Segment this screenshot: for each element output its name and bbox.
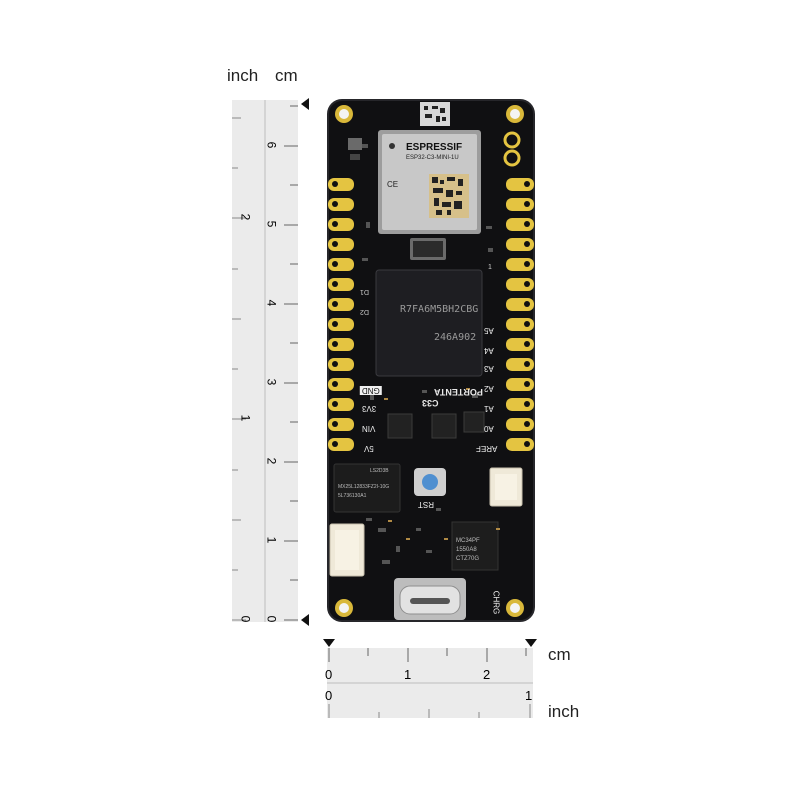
vertical-ruler-unit-inch: inch (227, 66, 259, 85)
portenta-c33-board: ESPRESSIF ESP32-C3-MINI-1U CE R7FA6M5BH2… (326, 98, 536, 623)
ruler-marker-top (301, 98, 309, 110)
pin-label-a4: A4 (484, 346, 494, 355)
pin-label-gnd: GND (360, 386, 382, 395)
ruler-cm-label: 2 (483, 667, 491, 682)
module-brand: ESPRESSIF (406, 142, 463, 153)
ruler-cm-label: 4 (264, 299, 279, 307)
pin-label-1: 1 (488, 264, 492, 271)
ruler-marker-right (525, 639, 537, 647)
ruler-inch-label: 1 (238, 414, 253, 422)
horizontal-ruler-unit-cm: cm (548, 645, 571, 664)
pin-label-a1: A1 (484, 404, 494, 413)
pin-label-a2: A2 (484, 384, 494, 393)
ruler-cm-label: 1 (404, 667, 412, 682)
ruler-cm-label: 3 (264, 378, 279, 386)
pmic-line2: 1550A8 (456, 547, 477, 553)
ruler-marker-left (323, 639, 335, 647)
horizontal-ruler-unit-inch: inch (548, 702, 580, 721)
pin-label-a0: A0 (484, 424, 494, 433)
pin-label-d1: D1 (360, 288, 369, 295)
pin-label-a5: A5 (484, 326, 494, 335)
flash-chip-line2: MX25L12833FZ2I-10G (338, 484, 390, 490)
flash-chip-line3: 5L736130A1 (338, 493, 367, 499)
pmic-line3: CTZ70G (456, 556, 480, 562)
pmic-line1: MC34PF (456, 538, 480, 544)
ruler-cm-label: 2 (264, 457, 279, 465)
pin-label-3v3: 3V3 (362, 404, 377, 413)
charge-led-label: CHRG (491, 590, 501, 615)
ruler-cm-label: 1 (264, 536, 279, 544)
module-ce-mark: CE (387, 180, 399, 189)
board-name-line1: PORTENTA (434, 387, 483, 397)
mcu-part-number: R7FA6M5BH2CBG (400, 304, 479, 315)
ruler-cm-label: 0 (325, 667, 333, 682)
pin-label-a3: A3 (484, 364, 494, 373)
ruler-inch-label: 2 (238, 213, 253, 221)
pin-label-5v: 5V (364, 444, 374, 453)
ruler-inch-label: 1 (525, 688, 533, 703)
module-model: ESP32-C3-MINI-1U (406, 155, 459, 161)
flash-chip-line1: LS2D3B (370, 468, 389, 474)
pin-label-d2: D2 (360, 308, 369, 315)
pin-label-aref: AREF (476, 444, 498, 453)
ruler-cm-label: 6 (264, 141, 279, 149)
ruler-cm-label: 5 (264, 220, 279, 228)
ruler-inch-label: 0 (325, 688, 333, 703)
ruler-cm-label: 0 (264, 615, 279, 623)
mcu-lot-code: 246A902 (434, 332, 477, 343)
board-name-line2: C33 (422, 398, 439, 408)
ruler-marker-bottom (301, 614, 309, 626)
vertical-ruler: 0 1 2 3 4 5 6 0 1 2 (232, 100, 298, 622)
rst-button-label: RST (418, 500, 434, 509)
vertical-ruler-unit-cm: cm (275, 66, 298, 85)
ruler-inch-label: 0 (238, 615, 253, 623)
horizontal-ruler: 0 1 2 0 1 (325, 648, 533, 718)
pin-label-vin: VIN (362, 424, 376, 433)
